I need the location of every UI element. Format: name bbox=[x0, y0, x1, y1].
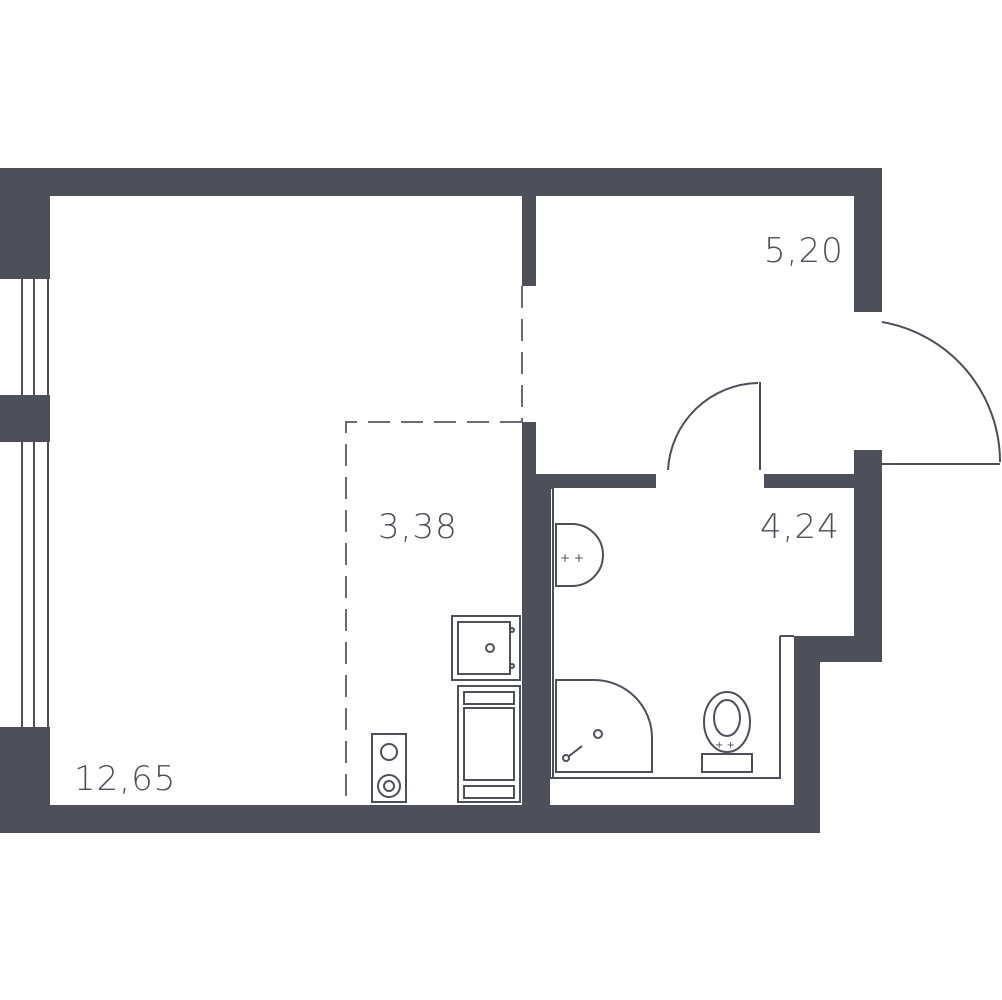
sink-icon bbox=[457, 685, 521, 803]
room-area-kitchen: 3,38 bbox=[378, 507, 458, 547]
room-area-bathroom: 4,24 bbox=[760, 507, 840, 547]
svg-text:+ +: + + bbox=[560, 551, 584, 565]
svg-text:+ +: + + bbox=[715, 740, 735, 751]
bathroom-door-icon bbox=[667, 382, 761, 471]
window-icon bbox=[0, 277, 50, 729]
zone-boundaries bbox=[345, 286, 523, 805]
washbasin-icon: + + bbox=[555, 523, 604, 587]
room-area-hallway: 5,20 bbox=[764, 231, 844, 271]
entrance-door-icon bbox=[881, 321, 1001, 465]
stove-icon bbox=[451, 615, 521, 681]
shower-corner-icon bbox=[555, 679, 653, 773]
exterior-walls bbox=[0, 168, 882, 833]
washing-machine-icon bbox=[371, 733, 407, 803]
interior-walls bbox=[522, 196, 854, 805]
room-area-living: 12,65 bbox=[74, 759, 176, 799]
toilet-icon: + + bbox=[701, 691, 753, 773]
